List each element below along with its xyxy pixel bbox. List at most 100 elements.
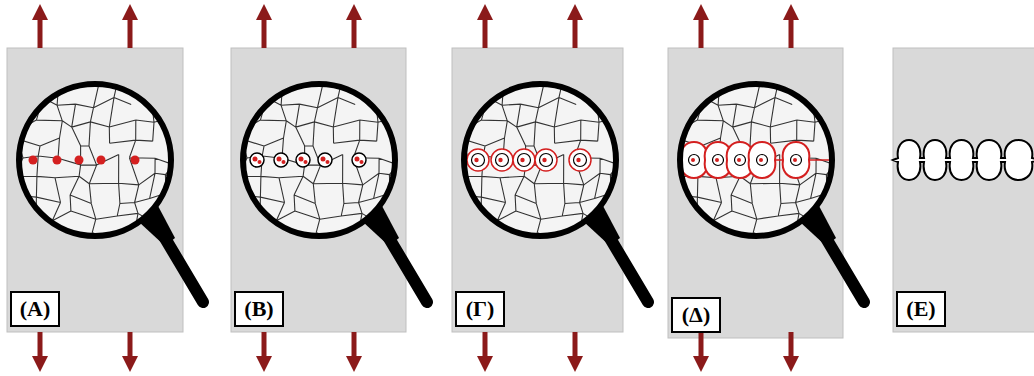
load-arrow-shaft (573, 18, 578, 48)
magnifier-rim (464, 84, 616, 236)
grain-boundaries (218, 62, 420, 259)
void-particle (793, 158, 797, 162)
panel-label: (A) (20, 296, 51, 322)
void-outline (352, 153, 366, 167)
void-particle (321, 157, 326, 162)
load-arrow-head (693, 4, 709, 20)
load-arrow-shaft (789, 332, 794, 358)
void-group (467, 149, 591, 171)
magnifier-rim (680, 84, 832, 236)
specimen-bar (7, 48, 183, 332)
void-particle (304, 160, 308, 164)
load-arrow-shaft (128, 18, 133, 48)
void-core (574, 154, 587, 167)
void-group (250, 153, 366, 167)
void-particle (474, 158, 478, 162)
void-core (713, 155, 724, 166)
load-arrow-head (32, 356, 48, 372)
load-arrow-shaft (699, 18, 704, 48)
void-particle (326, 160, 330, 164)
grain-boundaries (655, 62, 857, 259)
panel-label: (Δ) (682, 302, 710, 328)
load-arrow-head (567, 4, 583, 20)
void-core (540, 154, 553, 167)
grain-boundaries (0, 62, 196, 259)
void-particle (737, 158, 741, 162)
load-arrow-shaft (483, 18, 488, 48)
load-arrow-shaft (38, 332, 43, 358)
load-arrow-head (477, 4, 493, 20)
void-core (735, 155, 746, 166)
load-arrow-head (32, 4, 48, 20)
panel-label-box: (A) (10, 291, 60, 327)
void-particle (253, 157, 258, 162)
specimen-bar (668, 48, 843, 338)
load-arrow-shaft (352, 18, 357, 48)
void-particle (542, 158, 546, 162)
void-particle (360, 160, 364, 164)
load-arrow-head (122, 4, 138, 20)
void-group (29, 156, 140, 165)
void-core (791, 155, 802, 166)
void-particle (299, 157, 304, 162)
panel-label-box: (E) (896, 291, 946, 327)
load-arrow-head (346, 356, 362, 372)
void-outline (250, 153, 264, 167)
void-nucleus (97, 156, 106, 165)
void-nucleus (53, 156, 62, 165)
grain-boundaries (439, 62, 641, 259)
void-group (661, 142, 851, 178)
void-core (496, 154, 509, 167)
load-arrow-shaft (128, 332, 133, 358)
void-outline (467, 149, 489, 171)
void-nucleus (75, 156, 84, 165)
panel-label-box: (Δ) (671, 297, 721, 333)
void-particle (691, 158, 695, 162)
panel-label: (Γ) (466, 296, 495, 322)
void-core (472, 154, 485, 167)
load-arrow-shaft (789, 18, 794, 48)
void-particle (258, 160, 262, 164)
load-arrow-head (567, 356, 583, 372)
void-particle (759, 158, 763, 162)
panel-label-box: (Γ) (455, 291, 505, 327)
load-arrow-shaft (352, 332, 357, 358)
void-coalescing (681, 142, 708, 178)
load-arrow-head (256, 356, 272, 372)
void-particle (498, 158, 502, 162)
void-particle (282, 160, 286, 164)
void-outline (296, 153, 310, 167)
load-arrow-head (346, 4, 362, 20)
void-core (518, 154, 531, 167)
load-arrow-shaft (38, 18, 43, 48)
panel-label-box: (B) (234, 291, 284, 327)
void-particle (576, 158, 580, 162)
void-core (757, 155, 768, 166)
void-particle (520, 158, 524, 162)
panel-label: (B) (244, 296, 273, 322)
specimen-bar (231, 48, 406, 332)
load-arrow-head (783, 4, 799, 20)
void-particle (715, 158, 719, 162)
void-outline (491, 149, 513, 171)
void-coalescing (749, 142, 776, 178)
void-nucleus (131, 156, 140, 165)
load-arrow-shaft (262, 332, 267, 358)
void-outline (274, 153, 288, 167)
load-arrow-head (122, 356, 138, 372)
void-outline (513, 149, 535, 171)
void-coalescing (783, 142, 810, 178)
magnifier-rim (19, 84, 171, 236)
load-arrow-shaft (699, 332, 704, 358)
load-arrow-shaft (262, 18, 267, 48)
load-arrow-head (693, 356, 709, 372)
void-outline (569, 149, 591, 171)
load-arrow-head (477, 356, 493, 372)
load-arrow-shaft (573, 332, 578, 358)
void-core (689, 155, 700, 166)
void-nucleus (29, 156, 38, 165)
magnifier-rim (243, 84, 395, 236)
specimen-bar (893, 48, 1034, 332)
